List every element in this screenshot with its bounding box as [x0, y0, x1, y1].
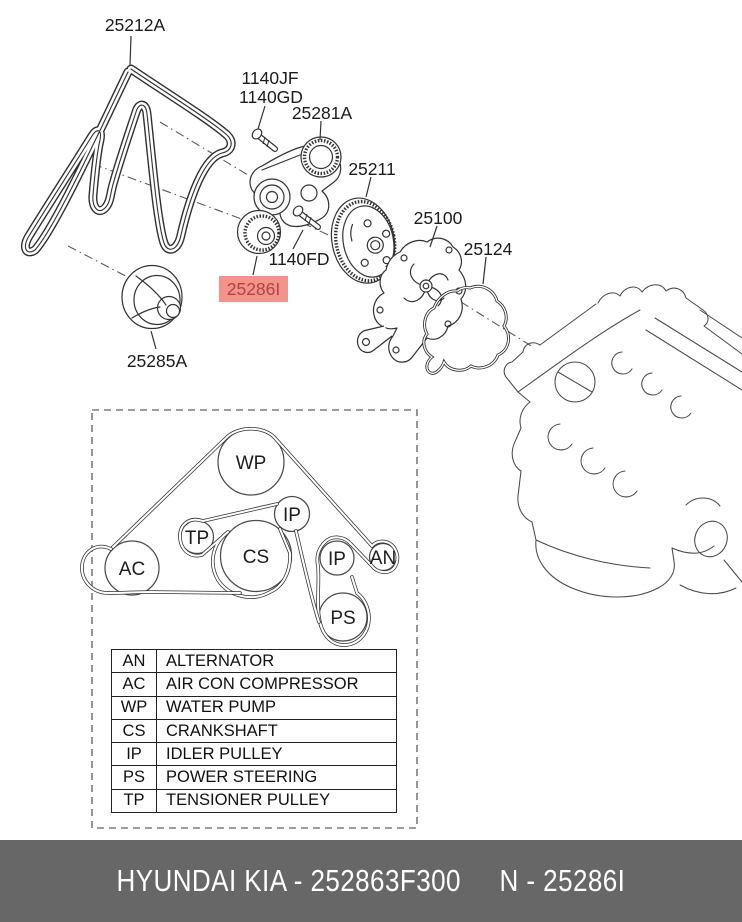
routing-box-border	[91, 409, 418, 829]
table-row: CS CRANKSHAFT	[111, 718, 397, 744]
engine-block-drawing	[503, 284, 742, 598]
legend-name: ALTERNATOR	[156, 648, 397, 674]
legend-name: POWER STEERING	[156, 765, 397, 790]
pulley-label-ip-right: IP	[328, 549, 346, 570]
diagram-canvas: WP TP IP CS AC IP AN PS	[20, 35, 742, 829]
legend-code: AN	[111, 648, 157, 674]
pulley-label-tp: TP	[185, 528, 209, 549]
footer-bar: HYUNDAI KIA - 252863F300 N - 25286I	[0, 840, 742, 922]
part-label-25211[interactable]: 25211	[348, 159, 396, 179]
pulley-legend-table: AN ALTERNATOR AC AIR CON COMPRESSOR WP W…	[111, 648, 397, 814]
legend-name: CRANKSHAFT	[156, 718, 397, 744]
part-label-1140gd[interactable]: 1140GD	[239, 87, 303, 107]
part-label-1140fd[interactable]: 1140FD	[268, 249, 330, 269]
legend-code: TP	[111, 788, 157, 814]
part-label-25212a[interactable]: 25212A	[104, 15, 166, 35]
part-label-25100[interactable]: 25100	[413, 208, 463, 228]
table-row: AN ALTERNATOR	[111, 648, 397, 674]
legend-code: IP	[111, 742, 157, 767]
crank-pulley-drawing	[330, 197, 397, 284]
part-label-25124[interactable]: 25124	[463, 239, 513, 259]
gasket-drawing	[422, 284, 511, 375]
table-row: PS POWER STEERING	[111, 765, 397, 790]
legend-code: AC	[111, 672, 157, 697]
drive-belt-drawing	[20, 64, 236, 257]
legend-name: AIR CON COMPRESSOR	[156, 672, 397, 697]
legend-code: CS	[111, 718, 157, 744]
pulley-label-an: AN	[370, 548, 396, 569]
tensioner-drawing	[249, 136, 342, 228]
bolt-1140fd-drawing	[292, 205, 321, 230]
legend-name: WATER PUMP	[156, 695, 397, 720]
table-row: IP IDLER PULLEY	[111, 742, 397, 767]
part-label-25281a[interactable]: 25281A	[291, 103, 353, 123]
pulley-label-ac: AC	[119, 559, 145, 580]
part-label-25286i-highlighted[interactable]: 25286I	[219, 276, 288, 302]
leader-lines	[129, 35, 487, 350]
pulley-25285a-drawing	[121, 264, 183, 330]
table-row: WP WATER PUMP	[111, 695, 397, 720]
part-label-25285a[interactable]: 25285A	[126, 351, 188, 371]
impeller-drawing	[403, 263, 449, 307]
pulley-ip-right	[319, 540, 355, 576]
pulley-label-cs: CS	[243, 547, 269, 568]
legend-name: IDLER PULLEY	[156, 742, 397, 767]
idler-pulley-drawing	[236, 209, 282, 255]
pulley-ac	[104, 540, 160, 596]
part-label-1140jf[interactable]: 1140JF	[241, 68, 299, 88]
legend-code: WP	[111, 695, 157, 720]
legend-code: PS	[111, 765, 157, 790]
legend-name: TENSIONER PULLEY	[156, 788, 397, 814]
belt-routing-diagram: WP TP IP CS AC IP AN PS	[80, 409, 418, 829]
table-row: AC AIR CON COMPRESSOR	[111, 672, 397, 697]
footer-brand-part-number: HYUNDAI KIA - 252863F300	[116, 863, 461, 898]
pulley-label-ip-upper: IP	[283, 505, 301, 526]
bolt-1140jf-drawing	[251, 128, 278, 152]
pulley-label-ps: PS	[330, 608, 355, 629]
table-row: TP TENSIONER PULLEY	[111, 788, 397, 814]
pulley-label-wp: WP	[236, 453, 267, 474]
footer-part-ref: N - 25286I	[499, 863, 626, 898]
pulley-ip-upper	[273, 495, 311, 533]
